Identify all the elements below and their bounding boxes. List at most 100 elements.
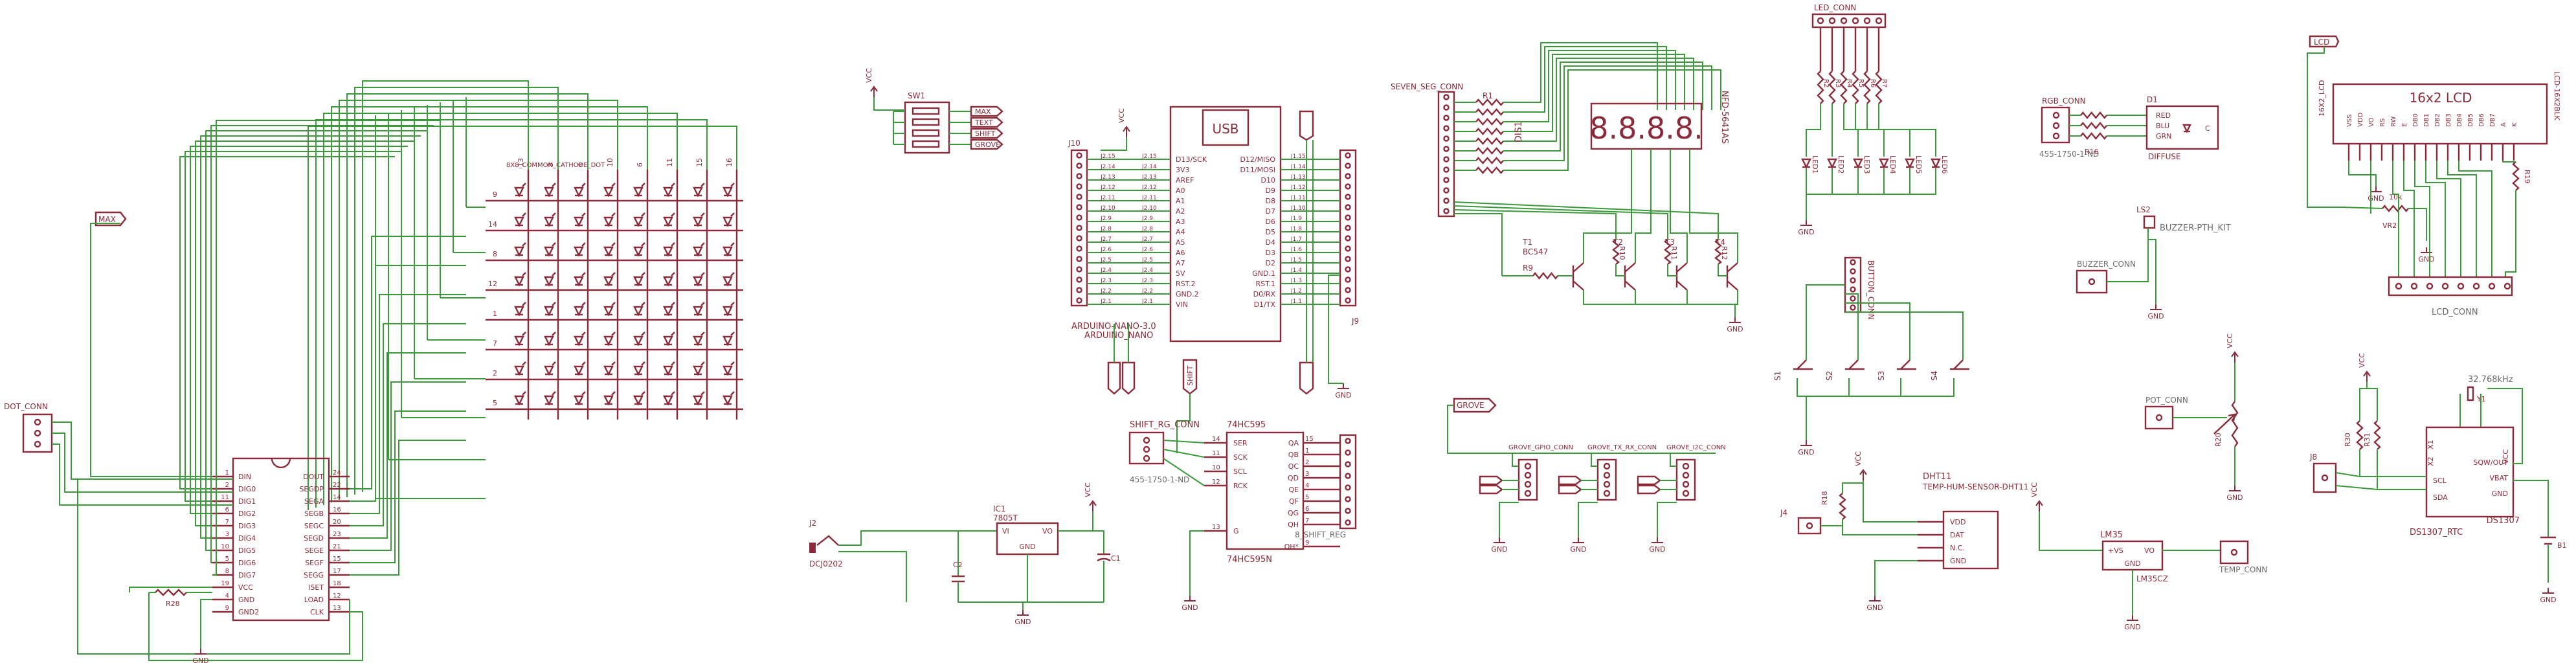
lcd-conn-body [2388,276,2513,297]
vr2-label: VR2 [2382,221,2397,230]
matrix-col-number: 11 [666,158,674,167]
diode-icon [603,395,614,406]
net-flag-icon [970,117,1003,128]
switch-net-label: SHIFT [975,129,996,138]
r20-label: R20 [2214,433,2223,447]
lm35-part: LM35CZ [2136,574,2168,583]
nano-pin-num: J1.7 [1290,236,1302,243]
rtc-pin-left: SDA [2433,493,2448,502]
lm35-pin-vs: +VS [2108,546,2123,555]
diode-icon [574,186,584,197]
vcc-label: VCC [1117,108,1126,123]
diode-icon [574,246,584,257]
pin-icon [1443,115,1450,121]
diode-icon [544,216,554,227]
pin-icon [2052,122,2060,129]
shift-pin-name: G [1233,527,1239,535]
diode-icon [603,186,614,197]
pin-icon [1524,480,1532,488]
max-pin-num: 21 [333,543,341,550]
button-label: S4 [1930,371,1939,381]
diode-icon [514,365,524,376]
wiper-arrow-icon [2213,412,2237,434]
seven-seg-header [1437,91,1455,218]
led-resistor-label: R2 [1822,79,1830,87]
j10-header [1070,149,1088,307]
pin-icon [1345,152,1351,159]
pin-icon [1682,462,1690,470]
reg-pin-vo: VO [1042,527,1053,535]
grove-conn-label: GROVE_GPIO_CONN [1508,444,1573,451]
net-flag-icon [1121,361,1136,395]
max-pin-num: 1 [225,469,229,477]
pin-icon [1345,183,1351,190]
resistor-icon [1875,71,1883,104]
switch-slider-icon [912,107,940,115]
pin-icon [1524,489,1532,497]
rtc-pin-left: X1 [2426,440,2435,449]
pin-icon [2488,282,2496,290]
nano-pin-num: J1.13 [1290,174,1306,181]
nano-pin-num: J1.5 [1290,257,1302,264]
pot-conn-body [2144,405,2174,430]
resistor-icon [1475,157,1504,164]
rgb-pin-name: RED [2156,111,2171,120]
pin-icon [1143,455,1150,462]
dht-label: DHT11 [1923,472,1951,482]
shift-out-conn-label: 8_SHIFT_REG [1295,530,1346,539]
rtc-pin-left: X2 [2426,456,2435,466]
gnd-label: GND [2124,623,2140,631]
pin-icon [2321,474,2329,482]
max-pin-num: 9 [225,605,229,612]
pot-conn-label: POT_CONN [2145,396,2188,405]
matrix-col-number: 16 [725,158,734,167]
resistor-icon [1475,147,1504,155]
max-pin-num: 6 [225,506,229,513]
sw1-label: SW1 [908,91,925,100]
j2-label: J2 [809,519,816,528]
max-pin-name: SEGE [305,546,324,555]
pin-icon [34,440,41,448]
gnd-label: GND [1014,618,1031,626]
max-pin-name: DIG4 [238,534,256,543]
crystal-icon [2467,386,2474,401]
pin-icon [1443,208,1450,214]
max-pin-name: DOUT [303,473,324,481]
diode-icon [544,335,554,346]
crystal-label: 32.768kHz [2468,375,2513,385]
pin-icon [2472,282,2480,290]
diode-icon [1905,158,1915,169]
diode-icon [633,335,644,346]
led-resistor-label: R3 [1834,79,1841,87]
matrix-col-number: 3 [546,163,555,167]
nano-pin-num: J1.14 [1290,164,1306,170]
shift-conn-body [1128,431,1165,465]
lcd-pin-name: A [2500,122,2507,127]
pin-icon [1345,256,1351,262]
diode-icon [1801,158,1811,169]
nano-pin-num: J2.1 [1141,298,1153,305]
diode-icon [514,246,524,257]
nano-pin-num: J2.10 [1100,205,1115,212]
vcc-label: VCC [2030,482,2039,497]
nano-pin-num: J2.14 [1141,164,1157,170]
pin-icon [2503,282,2511,290]
gnd-label: GND [1491,545,1507,554]
vcc-arrow-icon [2035,500,2043,506]
nano-pin-name: A7 [1176,259,1185,267]
lcd-conn-label: LCD_CONN [2432,308,2478,317]
nano-pin-num: J2.4 [1100,267,1112,274]
max-pin-num: 13 [333,605,341,612]
nano-pin-num: J2.3 [1100,278,1112,284]
switch-net-label: TEXT [974,118,993,127]
button-conn-label: BUTTON_CONN [1866,260,1876,320]
nano-pin-name: A6 [1176,249,1185,257]
diode-icon [544,306,554,317]
diode-icon [603,276,614,287]
max7219-ic: MAXDIN1DIG02DIG111DIG26DIG37DIG43DIG510D… [77,120,466,663]
button-label: S1 [1773,371,1782,381]
shift-pin-name: QB [1288,451,1299,459]
diode-icon [574,335,584,346]
nano-pin-name: A5 [1176,238,1185,247]
pin-icon [1076,204,1082,210]
